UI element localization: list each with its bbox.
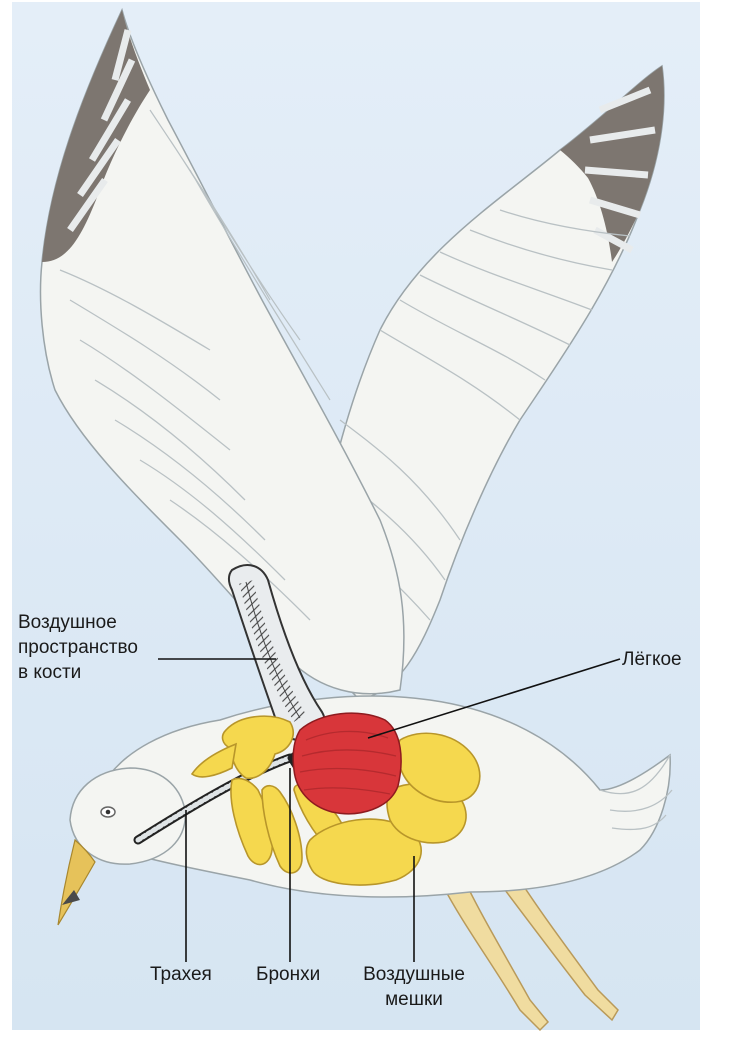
label-bone-air-space-line2: пространство: [18, 635, 138, 660]
label-bone-air-space-line3: в кости: [18, 660, 138, 685]
lung: [293, 713, 401, 814]
label-bone-air-space: Воздушное пространство в кости: [18, 610, 138, 685]
label-bone-air-space-line1: Воздушное: [18, 610, 138, 635]
label-lung: Лёгкое: [622, 647, 682, 672]
label-air-sacs-line1: Воздушные: [356, 962, 472, 987]
label-bronchi: Бронхи: [256, 962, 320, 987]
label-air-sacs: Воздушные мешки: [356, 962, 472, 1012]
label-air-sacs-line2: мешки: [356, 987, 472, 1012]
label-trachea: Трахея: [150, 962, 212, 987]
